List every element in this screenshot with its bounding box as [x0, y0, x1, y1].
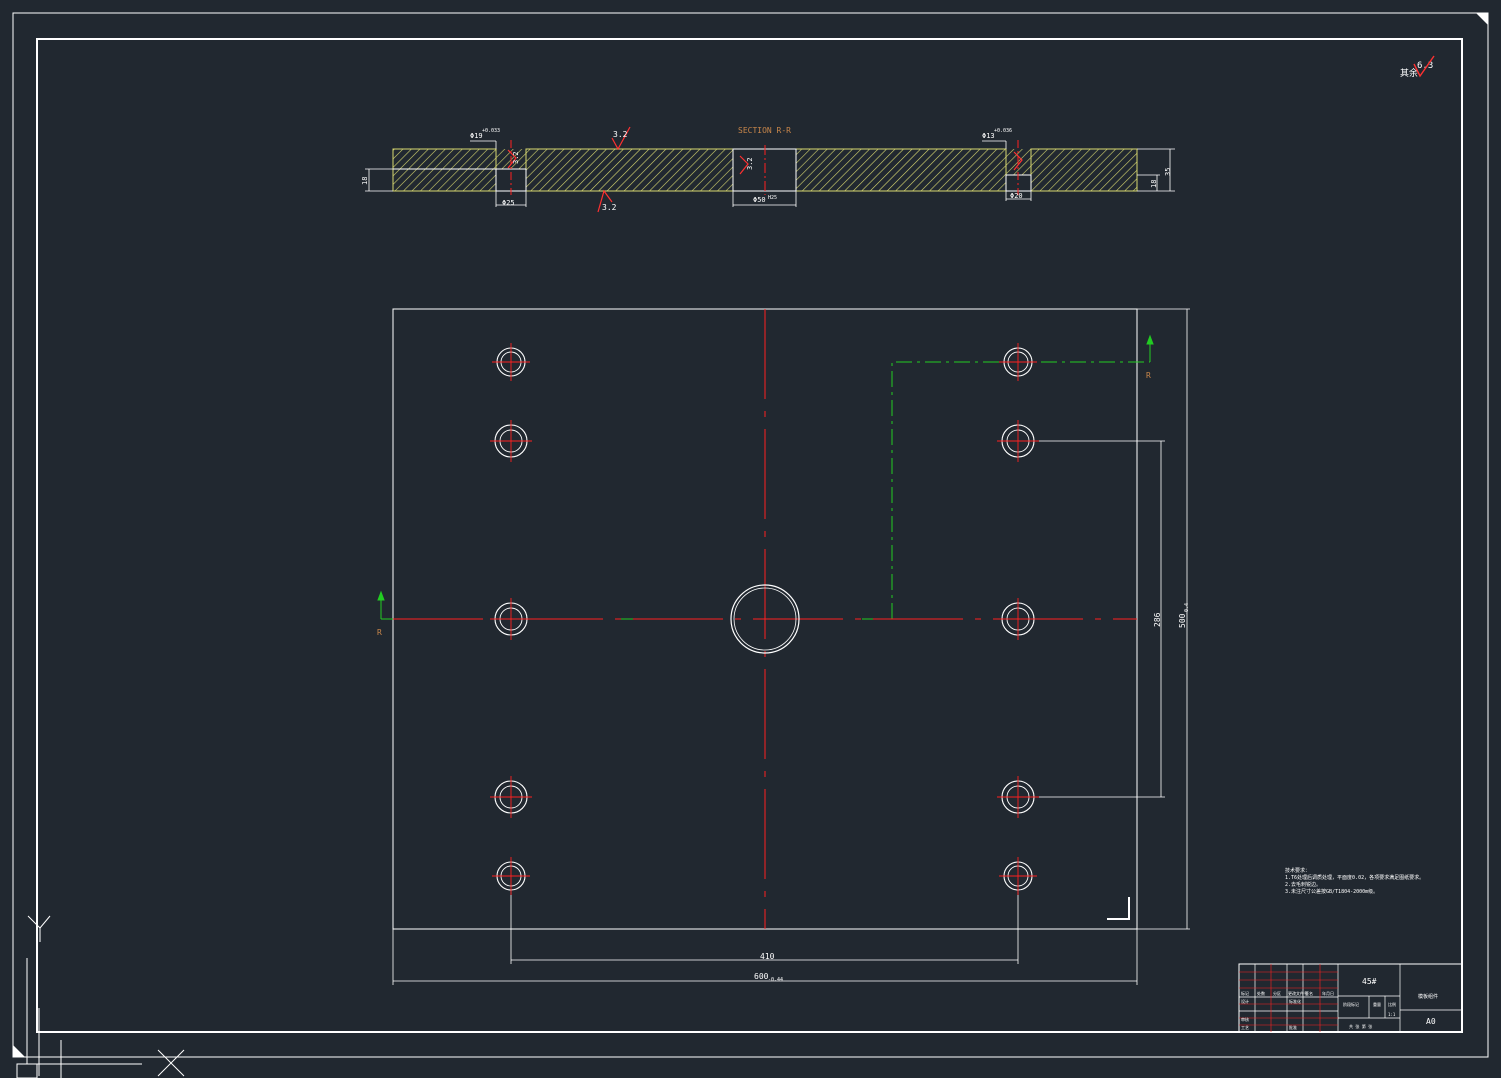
bolt-hole [999, 857, 1037, 895]
plan-view: 410 600 -0.44 286 500 -0.4 R R [377, 308, 1190, 985]
roughness-check-icon [507, 149, 517, 169]
note-line: 技术要求： [1285, 867, 1310, 874]
header-cell: 分区 [1273, 990, 1281, 996]
dim-step-right: 18 [1150, 180, 1158, 188]
roughness-check-icon [611, 126, 631, 151]
sub-label: 阶段标记 [1343, 1001, 1359, 1007]
bolt-hole [997, 776, 1039, 818]
bolt-hole [490, 776, 532, 818]
inner-border [36, 38, 1463, 1033]
header-cell: 处数 [1257, 990, 1265, 996]
dim-cbore-right: Φ13 [982, 132, 995, 140]
row-label: 设计 [1241, 998, 1249, 1004]
row-label: 批准 [1289, 1024, 1297, 1030]
section-hatch-mid-left [525, 148, 734, 192]
scale-value: 1:1 [1388, 1012, 1396, 1017]
row-label: 审核 [1241, 1016, 1249, 1022]
dim-center-hole-tol: H25 [768, 195, 777, 201]
part-name: 模板组件 [1418, 993, 1438, 1000]
bolt-hole [997, 598, 1039, 640]
section-marker-left: R [377, 628, 382, 637]
dim-cbore-right-tol: +0.036 [994, 128, 1012, 134]
title-block-frame [1238, 963, 1463, 1033]
dim-cbore-left: Φ19 [470, 132, 483, 140]
bolt-hole [492, 343, 530, 381]
drawing-frame [12, 12, 1489, 1058]
note-line: 1.T6处理后调质处理，平面度0.02，各项要求满足图纸要求。 [1285, 874, 1424, 881]
dim-height: 500 [1178, 613, 1187, 628]
header-cell: 签名 [1305, 990, 1313, 996]
sub-label: 标准化 [1289, 998, 1301, 1004]
bolt-hole [997, 420, 1039, 462]
ucs-icon [16, 915, 142, 1078]
section-roughness-marks: 3.2 3.2 3.2 3.2 [507, 126, 1023, 213]
section-dimension-lines [365, 140, 1175, 207]
center-bore [730, 584, 800, 654]
roughness-value: 3.2 [602, 203, 617, 212]
dim-thickness-total: 35 [1164, 168, 1172, 176]
bolt-hole [999, 343, 1037, 381]
roughness-check-icon [1013, 151, 1023, 171]
cursor-crosshair-icon [157, 1049, 185, 1077]
section-hatch-left [392, 148, 497, 192]
general-roughness-symbol: 其余 6.3 [1400, 55, 1435, 79]
section-hatch-mid-right [795, 148, 1007, 192]
dim-hole-left: Φ25 [502, 199, 515, 207]
roughness-check-icon [1413, 55, 1435, 78]
title-block-red-grid [1239, 964, 1338, 1032]
roughness-check-icon [739, 155, 749, 175]
header-cell: 更改文件号 [1288, 990, 1308, 996]
bolt-hole [490, 420, 532, 462]
sheet-label: 共 张 第 张 [1349, 1023, 1372, 1029]
note-line: 2.去毛刺锐边。 [1285, 881, 1321, 888]
roughness-value: 3.2 [613, 130, 628, 139]
section-hatch-right [1030, 148, 1138, 192]
section-title: SECTION R-R [738, 126, 791, 135]
plan-extension-lines [392, 308, 1190, 985]
dim-hole-right: Φ20 [1010, 192, 1023, 200]
dim-width-tol: -0.44 [768, 977, 783, 983]
mass-label: 重量 [1373, 1001, 1381, 1007]
note-line: 3.未注尺寸公差按GB/T1804-2000m级。 [1285, 888, 1378, 895]
material: 45# [1362, 977, 1377, 986]
dim-center-hole: Φ50 [753, 196, 766, 204]
header-cell: 年月日 [1322, 990, 1334, 996]
dim-step-left: 18 [361, 177, 369, 185]
roughness-prefix: 其余 [1400, 67, 1418, 79]
outer-border [12, 12, 1489, 1058]
drawing-number: A0 [1426, 1017, 1436, 1026]
title-block: 标记 处数 分区 更改文件号 签名 年月日 设计 审核 工艺 标准化 批准 45… [1238, 963, 1463, 1033]
section-marker-right: R [1146, 371, 1151, 380]
bolt-hole [492, 857, 530, 895]
dim-height-tol: -0.4 [1184, 603, 1190, 615]
dim-cbore-left-tol: +0.033 [482, 128, 500, 134]
dim-width: 600 [754, 972, 769, 981]
header-cell: 标记 [1241, 990, 1249, 996]
dim-hole-spacing-y: 286 [1153, 612, 1162, 627]
technical-notes: 技术要求： 1.T6处理后调质处理，平面度0.02，各项要求满足图纸要求。 2.… [1285, 867, 1424, 895]
bolt-hole [490, 598, 532, 640]
dim-hole-spacing-x: 410 [760, 952, 775, 961]
corner-mark-icon [1476, 13, 1488, 25]
center-bore-inner [733, 587, 797, 651]
bolt-holes [490, 343, 1039, 895]
roughness-general-value: 6.3 [1417, 61, 1433, 71]
datum-corner-icon [1107, 897, 1130, 920]
roughness-value: 3.2 [512, 151, 520, 164]
row-label: 工艺 [1241, 1025, 1249, 1030]
corner-mark-icon [13, 1045, 25, 1057]
scale-label: 比例 [1388, 1001, 1396, 1007]
section-view: SECTION R-R [361, 126, 1175, 213]
roughness-value: 3.2 [746, 157, 754, 170]
roughness-check-icon [597, 189, 613, 213]
